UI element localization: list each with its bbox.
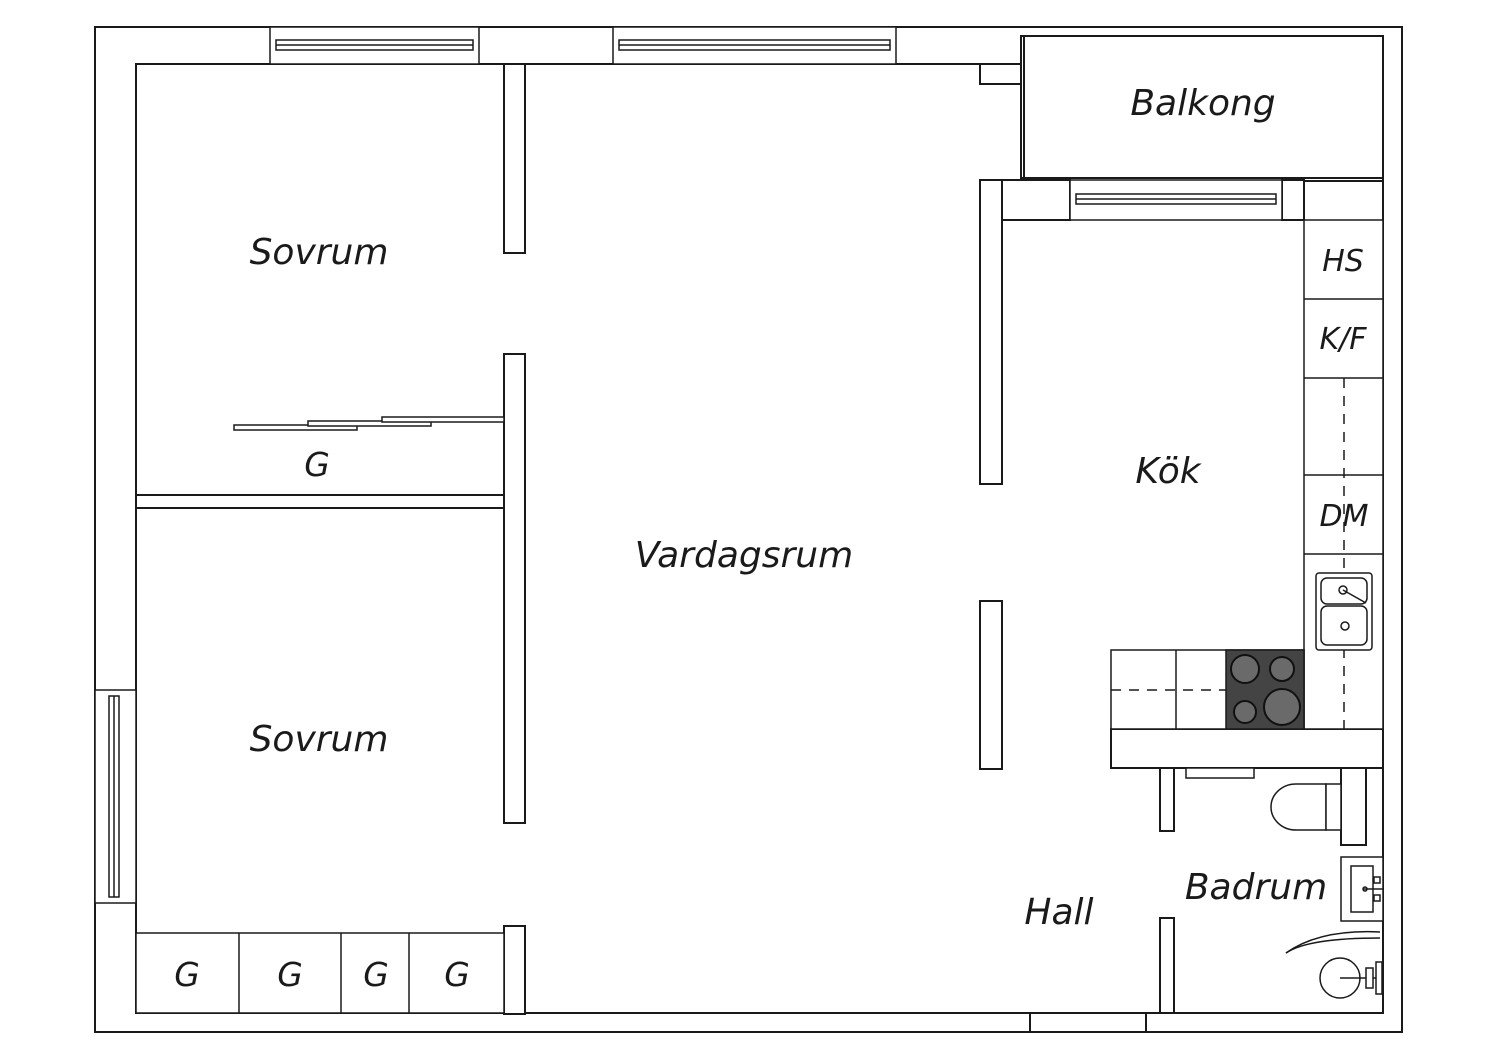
wardrobe-row xyxy=(135,932,505,1014)
room-label-vardagsrum: Vardagsrum xyxy=(635,535,853,576)
closet-label-bottom-1: G xyxy=(174,955,200,994)
sliding-wardrobe-doors xyxy=(233,416,505,431)
closet-label-bottom-4: G xyxy=(444,955,470,994)
closet-label-bottom-2: G xyxy=(277,955,303,994)
room-label-badrum: Badrum xyxy=(1185,867,1327,908)
closet-label-bottom-3: G xyxy=(363,955,389,994)
room-label-sovrum-top: Sovrum xyxy=(250,232,389,273)
room-label-hall: Hall xyxy=(1024,892,1093,933)
bathroom-fixtures xyxy=(1185,767,1384,999)
windows xyxy=(94,26,1283,904)
stove xyxy=(1225,649,1305,730)
fixture-label-kf: K/F xyxy=(1319,322,1367,357)
room-label-sovrum-bottom: Sovrum xyxy=(250,719,389,760)
room-label-balkong: Balkong xyxy=(1130,83,1275,124)
room-label-kok: Kök xyxy=(1135,451,1202,492)
fixture-label-dm: DM xyxy=(1320,499,1369,534)
fixture-label-hs: HS xyxy=(1322,244,1364,279)
closet-label-top: G xyxy=(304,445,330,484)
kitchen-sink xyxy=(1315,572,1373,651)
